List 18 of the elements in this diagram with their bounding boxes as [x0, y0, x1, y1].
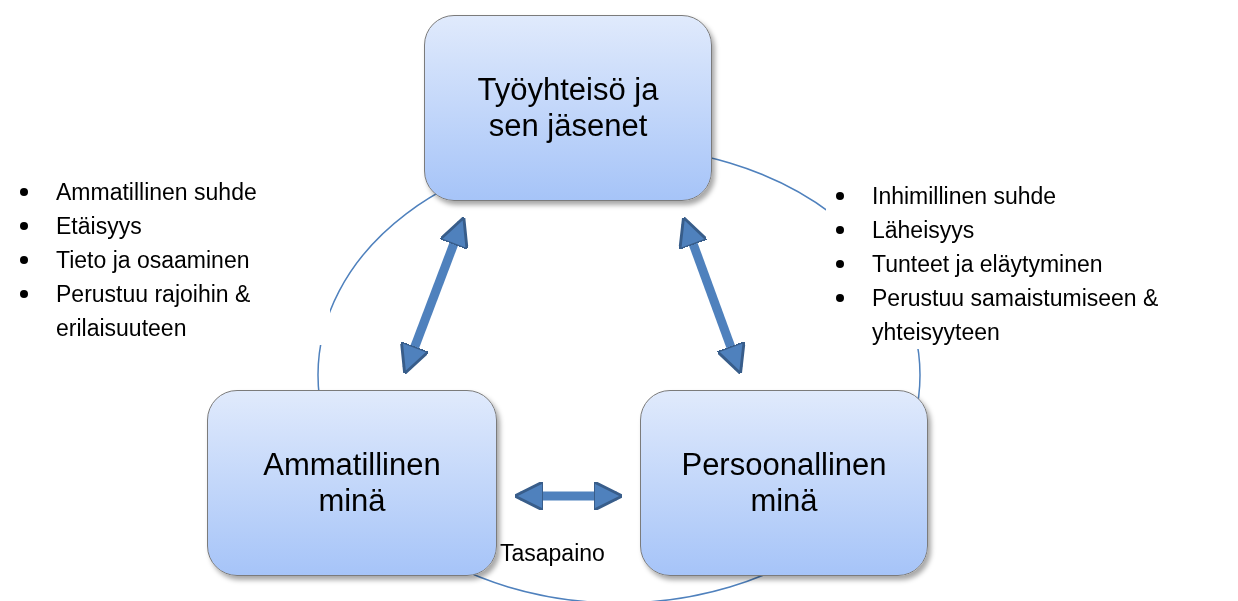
double-arrow: [399, 216, 469, 375]
bullet-item: Tieto ja osaaminen: [10, 243, 250, 277]
bullet-item: Läheisyys: [826, 213, 975, 247]
rounded-box: [640, 390, 928, 576]
box-text: Ammatillinen minä: [262, 447, 442, 519]
bullet-item: Etäisyys: [10, 209, 142, 243]
rounded-box: [207, 390, 497, 576]
bullet-item: Perustuu samaistumiseen & yhteisyyteen: [826, 281, 1238, 349]
box-text: Työyhteisö ja sen jäsenet: [476, 72, 660, 144]
edge-label: Tasapaino: [499, 540, 606, 567]
bullet-item: Inhimillinen suhde: [826, 179, 1057, 213]
bullet-item: Tunteet ja eläytyminen: [826, 247, 1103, 281]
box-text: Persoonallinen minä: [680, 447, 888, 519]
bullet-item: Perustuu rajoihin & erilaisuuteen: [10, 277, 330, 345]
double-arrow: [513, 480, 624, 512]
bullet-item: Ammatillinen suhde: [10, 175, 257, 209]
double-arrow: [678, 216, 746, 375]
rounded-box: [424, 15, 712, 201]
